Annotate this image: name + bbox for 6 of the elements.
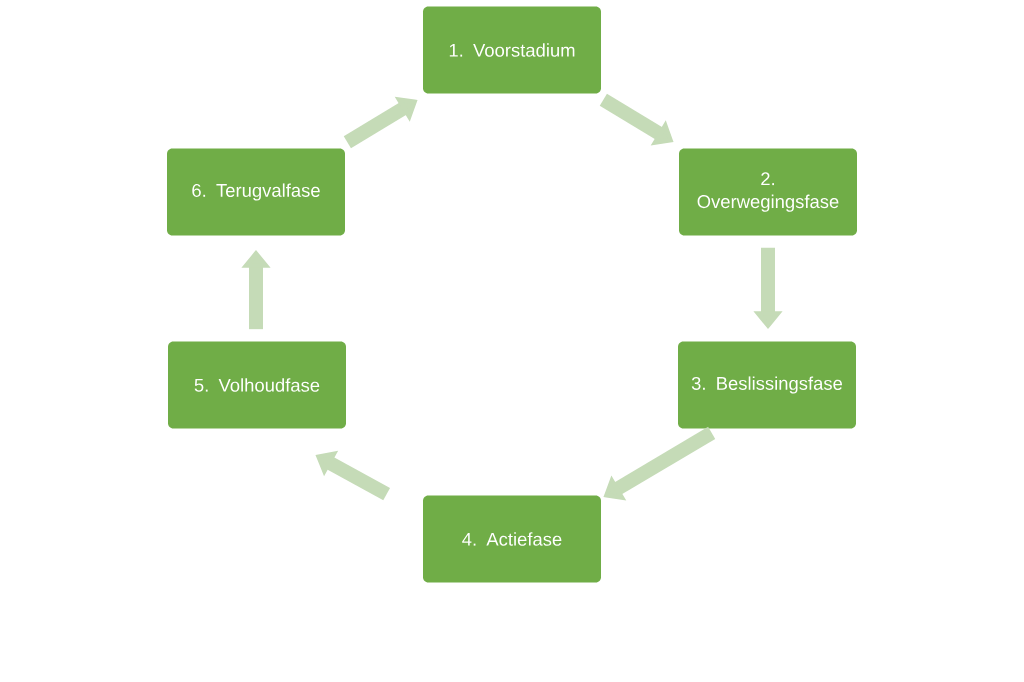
stage-box: 1. Voorstadium: [423, 6, 601, 94]
stage-box: 3. Beslissingsfase: [678, 341, 856, 429]
stage-box: 6. Terugvalfase: [167, 148, 345, 236]
stage-box: 4. Actiefase: [423, 495, 601, 583]
stage-box: 2. Overwegingsfase: [679, 148, 857, 236]
stage-box: 5. Volhoudfase: [168, 341, 346, 429]
